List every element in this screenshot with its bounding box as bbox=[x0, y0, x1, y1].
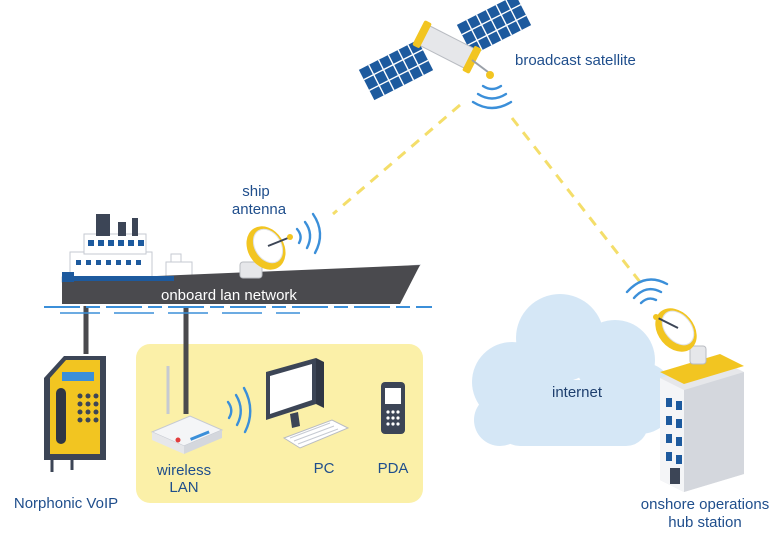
hub-station-label-line1: onshore operations bbox=[640, 496, 770, 513]
pc-label: PC bbox=[313, 460, 335, 477]
pc-monitor-icon bbox=[266, 358, 324, 428]
waterline bbox=[44, 306, 432, 314]
router-icon bbox=[150, 366, 224, 454]
ship-antenna-label-line2: antenna bbox=[231, 201, 287, 218]
ship-icon bbox=[61, 214, 422, 304]
lan-cables bbox=[83, 306, 189, 414]
lan-network-label: onboard lan network bbox=[161, 287, 297, 304]
satellite-label: broadcast satellite bbox=[515, 52, 636, 69]
keyboard-icon bbox=[282, 419, 350, 449]
pda-label: PDA bbox=[377, 460, 409, 477]
lan-zone bbox=[136, 344, 423, 503]
signal-waves-icon bbox=[295, 212, 322, 255]
cloud-icon bbox=[472, 294, 676, 446]
dish-antenna-icon bbox=[653, 308, 707, 365]
voip-phone-icon bbox=[44, 356, 106, 472]
satellite-link-lines bbox=[332, 103, 642, 283]
signal-waves-icon bbox=[625, 278, 669, 305]
dish-antenna-icon bbox=[239, 226, 293, 279]
satellite-icon bbox=[358, 0, 532, 101]
building-icon bbox=[660, 354, 744, 492]
wireless-lan-label-line2: LAN bbox=[169, 479, 199, 496]
signal-waves-icon bbox=[226, 386, 252, 434]
pda-phone-icon bbox=[381, 382, 405, 434]
hub-station-label-line2: hub station bbox=[668, 514, 742, 531]
signal-waves-icon bbox=[471, 84, 513, 110]
internet-label: internet bbox=[552, 384, 603, 401]
wireless-lan-label-line1: wireless bbox=[156, 462, 212, 479]
ship-antenna-label-line1: ship bbox=[242, 183, 270, 200]
voip-label: Norphonic VoIP bbox=[13, 495, 119, 512]
